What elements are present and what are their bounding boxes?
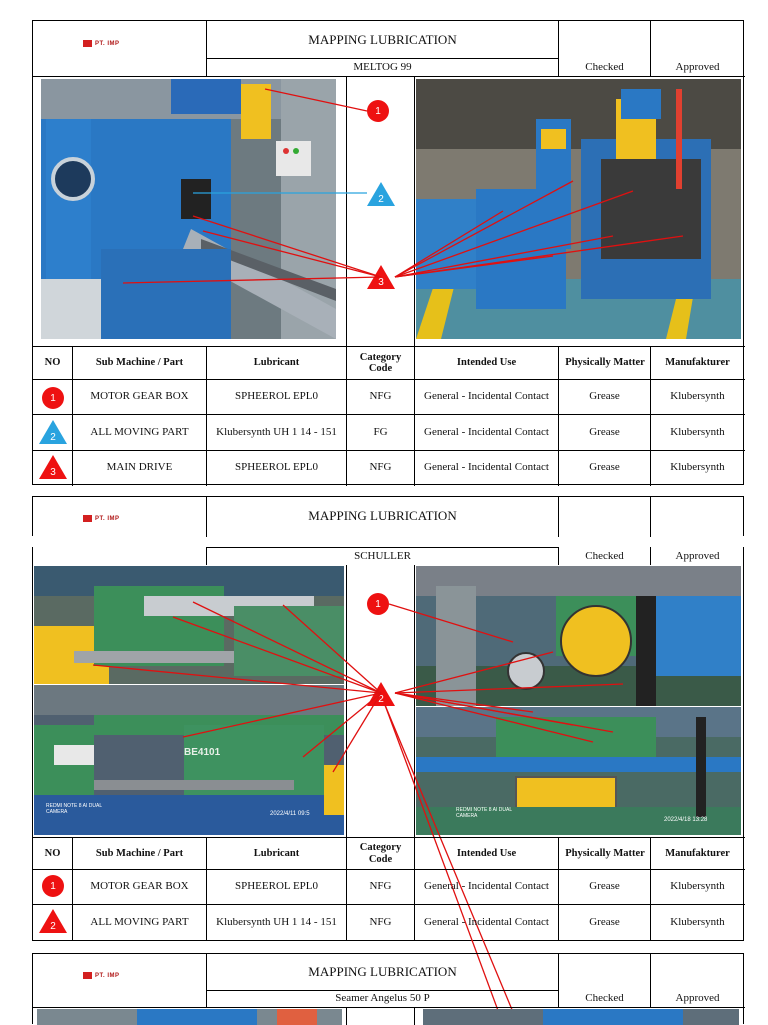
col-header-cat: Category Code [359, 351, 402, 374]
row-marker-triangle: 2 [38, 908, 68, 934]
table-cell: Grease [589, 425, 620, 438]
table-cell: FG [373, 425, 388, 438]
machine-photo-right-bottom: REDMI NOTE 8 AI DUAL CAMERA 2022/4/18 13… [416, 707, 741, 835]
table-cell: MOTOR GEAR BOX [90, 390, 189, 403]
sheet-title: MAPPING LUBRICATION [308, 964, 457, 980]
col-header-cat: Category Code [359, 842, 402, 865]
table-cell: Grease [589, 880, 620, 893]
sheet-title: MAPPING LUBRICATION [308, 508, 457, 524]
table-cell: Klubersynth [670, 461, 725, 474]
table-cell: Grease [589, 461, 620, 474]
table-cell: NFG [369, 461, 392, 474]
col-header-phys: Physically Matter [565, 847, 645, 859]
marker-2-triangle: 2 [366, 681, 396, 707]
logo-text: PT. IMP [95, 972, 120, 979]
logo-mark-icon [83, 972, 92, 979]
table-cell: SPHEEROL EPL0 [234, 390, 318, 403]
machine-photo-left-bottom: REDMI NOTE 8 AI DUAL CAMERA 2022/4/11 09… [34, 685, 344, 835]
table-cell: Klubersynth [670, 390, 725, 403]
col-header-phys: Physically Matter [565, 357, 645, 369]
row-marker-circle: 1 [42, 875, 64, 897]
checked-label: Checked [585, 549, 624, 562]
table-cell: Grease [589, 390, 620, 403]
photo-stamp: 2022/4/18 13:28 [664, 817, 708, 823]
col-header-no: NO [44, 357, 61, 369]
table-cell: SPHEEROL EPL0 [234, 461, 318, 474]
col-header-mfr: Manufakturer [665, 357, 730, 369]
machine-plate: BE4101 [184, 747, 221, 758]
machine-name: SCHULLER [354, 549, 411, 562]
table-cell: General - Incidental Contact [424, 461, 549, 474]
col-header-lub: Lubricant [253, 357, 300, 369]
col-header-lub: Lubricant [253, 847, 300, 859]
table-cell: ALL MOVING PART [90, 915, 189, 928]
approved-label: Approved [675, 992, 720, 1005]
marker-1-circle: 1 [367, 593, 389, 615]
company-logo: PT. IMP [83, 972, 120, 979]
logo-text: PT. IMP [95, 40, 120, 47]
machine-photo-right [416, 79, 741, 339]
machine-photo-left [41, 79, 336, 339]
logo-text: PT. IMP [95, 515, 120, 522]
row-marker-triangle: 3 [38, 454, 68, 480]
machine-photo-left [37, 1009, 342, 1025]
table-cell: General - Incidental Contact [424, 880, 549, 893]
row-marker-circle: 1 [42, 387, 64, 409]
checked-label: Checked [585, 992, 624, 1005]
table-cell: Klubersynth UH 1 14 - 151 [216, 425, 337, 438]
approved-label: Approved [675, 60, 720, 73]
lubrication-sheet-seamer: PT. IMP MAPPING LUBRICATION Seamer Angel… [32, 953, 745, 1025]
company-logo: PT. IMP [83, 40, 120, 47]
marker-3-triangle: 3 [366, 264, 396, 290]
col-header-use: Intended Use [456, 847, 517, 859]
machine-name: MELTOG 99 [353, 60, 412, 73]
machine-photo-right [423, 1009, 739, 1025]
table-cell: Grease [589, 915, 620, 928]
col-header-sub: Sub Machine / Part [95, 847, 184, 859]
machine-photo-left-top [34, 566, 344, 684]
photo-stamp: REDMI NOTE 8 AI DUAL CAMERA [46, 803, 102, 815]
machine-name: Seamer Angelus 50 P [335, 992, 430, 1005]
logo-mark-icon [83, 40, 92, 47]
table-cell: Klubersynth [670, 915, 725, 928]
marker-2-triangle: 2 [366, 181, 396, 207]
sheet-title: MAPPING LUBRICATION [308, 31, 457, 47]
col-header-use: Intended Use [456, 357, 517, 369]
approved-label: Approved [675, 549, 720, 562]
table-cell: NFG [369, 880, 392, 893]
table-cell: ALL MOVING PART [90, 425, 189, 438]
lubrication-sheet-meltog: PT. IMP MAPPING LUBRICATION MELTOG 99 Ch… [32, 20, 745, 486]
marker-1-circle: 1 [367, 100, 389, 122]
table-cell: General - Incidental Contact [424, 390, 549, 403]
col-header-mfr: Manufakturer [665, 847, 730, 859]
machine-photo-right-top [416, 566, 741, 706]
table-cell: Klubersynth [670, 880, 725, 893]
table-cell: MAIN DRIVE [106, 461, 173, 474]
sheet2-header-top: PT. IMP MAPPING LUBRICATION [32, 496, 744, 537]
photo-stamp: REDMI NOTE 8 AI DUAL CAMERA [456, 807, 512, 819]
table-cell: NFG [369, 390, 392, 403]
table-cell: Klubersynth [670, 425, 725, 438]
lubrication-sheet-schuller: SCHULLER Checked Approved REDMI NOTE 8 A… [32, 547, 745, 1024]
col-header-sub: Sub Machine / Part [95, 357, 184, 369]
checked-label: Checked [585, 60, 624, 73]
company-logo: PT. IMP [83, 515, 120, 522]
table-cell: General - Incidental Contact [424, 425, 549, 438]
table-cell: Klubersynth UH 1 14 - 151 [216, 915, 337, 928]
row-marker-triangle: 2 [38, 419, 68, 445]
photo-stamp: 2022/4/11 09:5 [270, 811, 310, 817]
table-cell: MOTOR GEAR BOX [90, 880, 189, 893]
col-header-no: NO [44, 847, 61, 859]
table-cell: General - Incidental Contact [424, 915, 549, 928]
table-cell: SPHEEROL EPL0 [234, 880, 318, 893]
table-cell: NFG [369, 915, 392, 928]
logo-mark-icon [83, 515, 92, 522]
